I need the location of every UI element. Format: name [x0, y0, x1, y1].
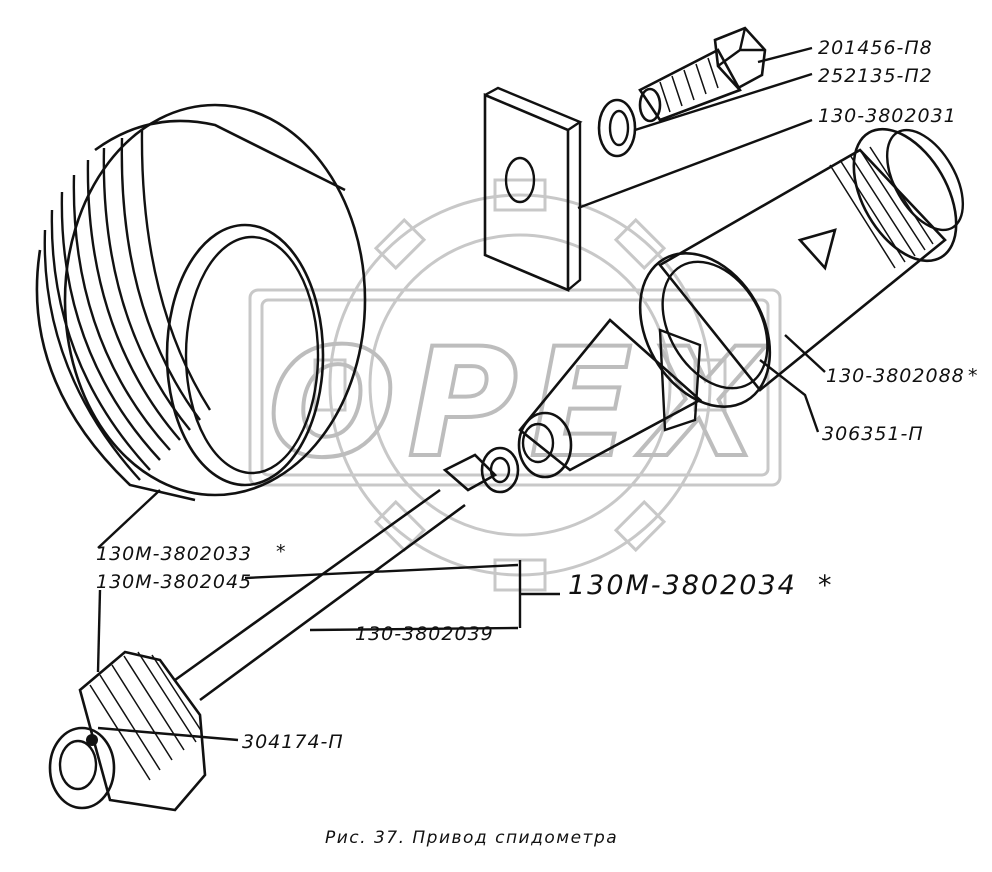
watermark: OPEX — [248, 178, 782, 592]
label-housing: 130-3802088 — [826, 365, 965, 387]
part-labels: 201456-П8 252135-П2 130-3802031 130-3802… — [96, 37, 979, 753]
leader-lines — [96, 46, 826, 742]
figure-caption: Рис. 37. Привод спидометра — [325, 828, 618, 848]
watermark-text: OPEX — [268, 317, 772, 491]
label-pin: 304174-П — [242, 731, 344, 753]
worm-threads — [43, 129, 212, 481]
label-plate: 130-3802031 — [818, 105, 957, 127]
pin-hole — [86, 734, 98, 746]
star-housing: * — [968, 365, 979, 387]
bolt — [638, 26, 767, 123]
spring-washer — [597, 98, 637, 158]
label-assembly: 130М-3802034 — [568, 570, 797, 601]
label-shaft: 130-3802039 — [355, 623, 494, 645]
driven-gear — [48, 650, 207, 812]
retaining-plate — [483, 86, 583, 292]
label-gear: 130М-3802045 — [96, 571, 252, 593]
star-worm: * — [276, 541, 287, 563]
drive-housing — [517, 127, 965, 479]
label-ring: 306351-П — [822, 423, 924, 445]
label-washer: 252135-П2 — [818, 65, 933, 87]
drive-shaft — [174, 446, 520, 702]
housing-threads — [829, 146, 934, 269]
watermark-frame — [248, 288, 782, 487]
watermark-frame-inner — [260, 298, 770, 477]
worm-wheel — [35, 103, 367, 502]
label-worm: 130М-3802033 — [96, 543, 252, 565]
star-assembly: * — [818, 570, 834, 601]
label-bolt: 201456-П8 — [818, 37, 933, 59]
